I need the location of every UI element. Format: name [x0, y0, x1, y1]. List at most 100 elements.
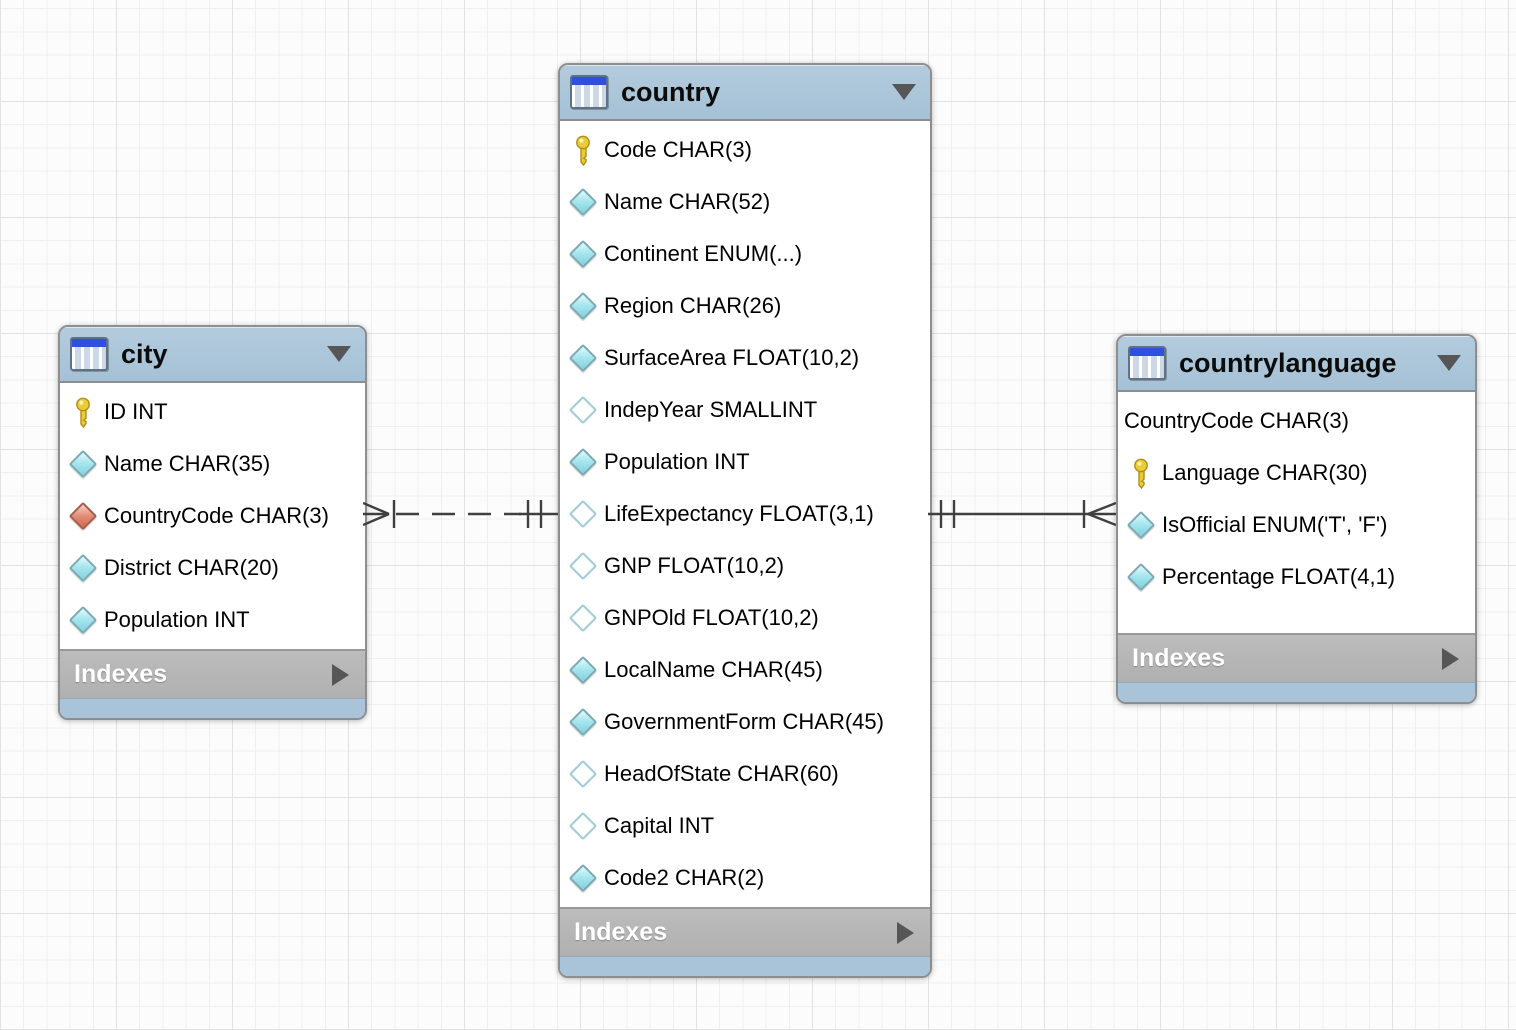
field-label: IndepYear SMALLINT: [604, 397, 818, 422]
table-countrylanguage[interactable]: countrylanguage CountryCode CHAR(3) Langu…: [1116, 334, 1477, 704]
field-row[interactable]: Code2 CHAR(2): [560, 852, 930, 904]
field-label: GNP FLOAT(10,2): [604, 553, 785, 578]
crow-foot-many-icon: [1087, 501, 1116, 527]
field-label: Name CHAR(35): [104, 451, 271, 476]
field-row[interactable]: IsOfficial ENUM('T', 'F'): [1118, 499, 1475, 551]
field-row[interactable]: GovernmentForm CHAR(45): [560, 696, 930, 748]
field-label: LocalName CHAR(45): [604, 657, 823, 682]
field-row[interactable]: District CHAR(20): [60, 542, 365, 594]
diamond-hollow-icon: [566, 601, 599, 635]
field-row[interactable]: Capital INT: [560, 800, 930, 852]
field-label: Code CHAR(3): [604, 137, 752, 162]
diamond-filled-icon: [66, 551, 99, 585]
field-row[interactable]: LifeExpectancy FLOAT(3,1): [560, 488, 930, 540]
field-row[interactable]: GNPOld FLOAT(10,2): [560, 592, 930, 644]
field-label: GovernmentForm CHAR(45): [604, 709, 884, 734]
field-label: HeadOfState CHAR(60): [604, 761, 839, 786]
collapse-caret-icon[interactable]: [327, 346, 351, 362]
diamond-hollow-icon: [566, 757, 599, 791]
indexes-label: Indexes: [1132, 644, 1226, 672]
field-row[interactable]: Population INT: [560, 436, 930, 488]
diamond-filled-icon: [66, 447, 99, 481]
primary-key-icon: [66, 395, 99, 429]
diamond-filled-icon: [566, 861, 599, 895]
field-label: IsOfficial ENUM('T', 'F'): [1162, 512, 1388, 537]
field-row[interactable]: Language CHAR(30): [1118, 447, 1475, 499]
table-header-countrylanguage[interactable]: countrylanguage: [1118, 336, 1475, 392]
diamond-filled-icon: [66, 603, 99, 637]
table-fields-countrylanguage: CountryCode CHAR(3) Language CHAR(30) IsOf…: [1118, 392, 1475, 633]
field-label: Percentage FLOAT(4,1): [1162, 564, 1396, 589]
table-icon: [570, 75, 608, 109]
indexes-label: Indexes: [574, 918, 668, 946]
field-label: Language CHAR(30): [1162, 460, 1368, 485]
field-row[interactable]: Population INT: [60, 594, 365, 646]
table-header-country[interactable]: country: [560, 65, 930, 121]
table-title: country: [621, 76, 721, 107]
field-row[interactable]: IndepYear SMALLINT: [560, 384, 930, 436]
diamond-filled-icon: [566, 289, 599, 323]
indexes-label: Indexes: [74, 660, 168, 688]
field-row[interactable]: LocalName CHAR(45): [560, 644, 930, 696]
one-and-only-one-bars: [939, 500, 956, 528]
diamond-hollow-icon: [566, 809, 599, 843]
primary-key-icon: [1124, 456, 1157, 490]
field-label: Code2 CHAR(2): [604, 865, 765, 890]
expand-arrow-icon[interactable]: [332, 663, 349, 686]
field-row[interactable]: SurfaceArea FLOAT(10,2): [560, 332, 930, 384]
diamond-filled-icon: [566, 185, 599, 219]
indexes-footer[interactable]: Indexes: [560, 907, 930, 956]
field-label: Name CHAR(52): [604, 189, 771, 214]
field-label: GNPOld FLOAT(10,2): [604, 605, 819, 630]
table-country[interactable]: country Code CHAR(3) Name CHAR(52) Contine…: [558, 63, 932, 978]
field-row[interactable]: GNP FLOAT(10,2): [560, 540, 930, 592]
table-city[interactable]: city ID INT Name CHAR(35) CountryCode CHAR…: [58, 325, 367, 720]
collapse-caret-icon[interactable]: [1437, 355, 1461, 371]
crow-foot-many-icon: [363, 501, 390, 527]
collapse-caret-icon[interactable]: [892, 84, 916, 100]
diamond-hollow-icon: [566, 497, 599, 531]
field-row[interactable]: CountryCode CHAR(3): [1118, 395, 1475, 447]
diamond-hollow-icon: [566, 393, 599, 427]
indexes-footer[interactable]: Indexes: [1118, 633, 1475, 682]
expand-arrow-icon[interactable]: [1442, 647, 1459, 670]
field-label: Capital INT: [604, 813, 715, 838]
field-row[interactable]: Code CHAR(3): [560, 124, 930, 176]
field-row[interactable]: Name CHAR(35): [60, 438, 365, 490]
field-label: CountryCode CHAR(3): [1124, 408, 1349, 433]
table-icon: [1128, 346, 1166, 380]
table-bottom-strip: [560, 956, 930, 976]
indexes-footer[interactable]: Indexes: [60, 649, 365, 698]
field-label: SurfaceArea FLOAT(10,2): [604, 345, 860, 370]
diamond-filled-icon: [566, 237, 599, 271]
diamond-filled-icon: [566, 653, 599, 687]
field-label: Region CHAR(26): [604, 293, 782, 318]
expand-arrow-icon[interactable]: [897, 921, 914, 944]
field-label: Continent ENUM(...): [604, 241, 803, 266]
relationship-line-country-countrylanguage[interactable]: [928, 488, 1116, 540]
diamond-filled-icon: [1124, 508, 1157, 542]
table-header-city[interactable]: city: [60, 327, 365, 383]
field-label: LifeExpectancy FLOAT(3,1): [604, 501, 874, 526]
table-title: city: [121, 338, 168, 369]
table-title: countrylanguage: [1179, 347, 1397, 378]
diamond-filled-icon: [566, 445, 599, 479]
one-and-only-one-bars: [526, 500, 543, 528]
field-label: Population INT: [104, 607, 250, 632]
diamond-filled-icon: [566, 341, 599, 375]
field-label: Population INT: [604, 449, 750, 474]
field-row[interactable]: Region CHAR(26): [560, 280, 930, 332]
field-row[interactable]: Continent ENUM(...): [560, 228, 930, 280]
relationship-line-city-country[interactable]: [363, 488, 558, 540]
table-bottom-strip: [1118, 682, 1475, 702]
field-row[interactable]: Percentage FLOAT(4,1): [1118, 551, 1475, 603]
field-label: CountryCode CHAR(3): [104, 503, 329, 528]
field-row[interactable]: ID INT: [60, 386, 365, 438]
field-row[interactable]: Name CHAR(52): [560, 176, 930, 228]
table-icon: [70, 337, 108, 371]
field-row[interactable]: HeadOfState CHAR(60): [560, 748, 930, 800]
diamond-filled-icon: [1124, 560, 1157, 594]
field-row[interactable]: CountryCode CHAR(3): [60, 490, 365, 542]
field-label: ID INT: [104, 399, 168, 424]
